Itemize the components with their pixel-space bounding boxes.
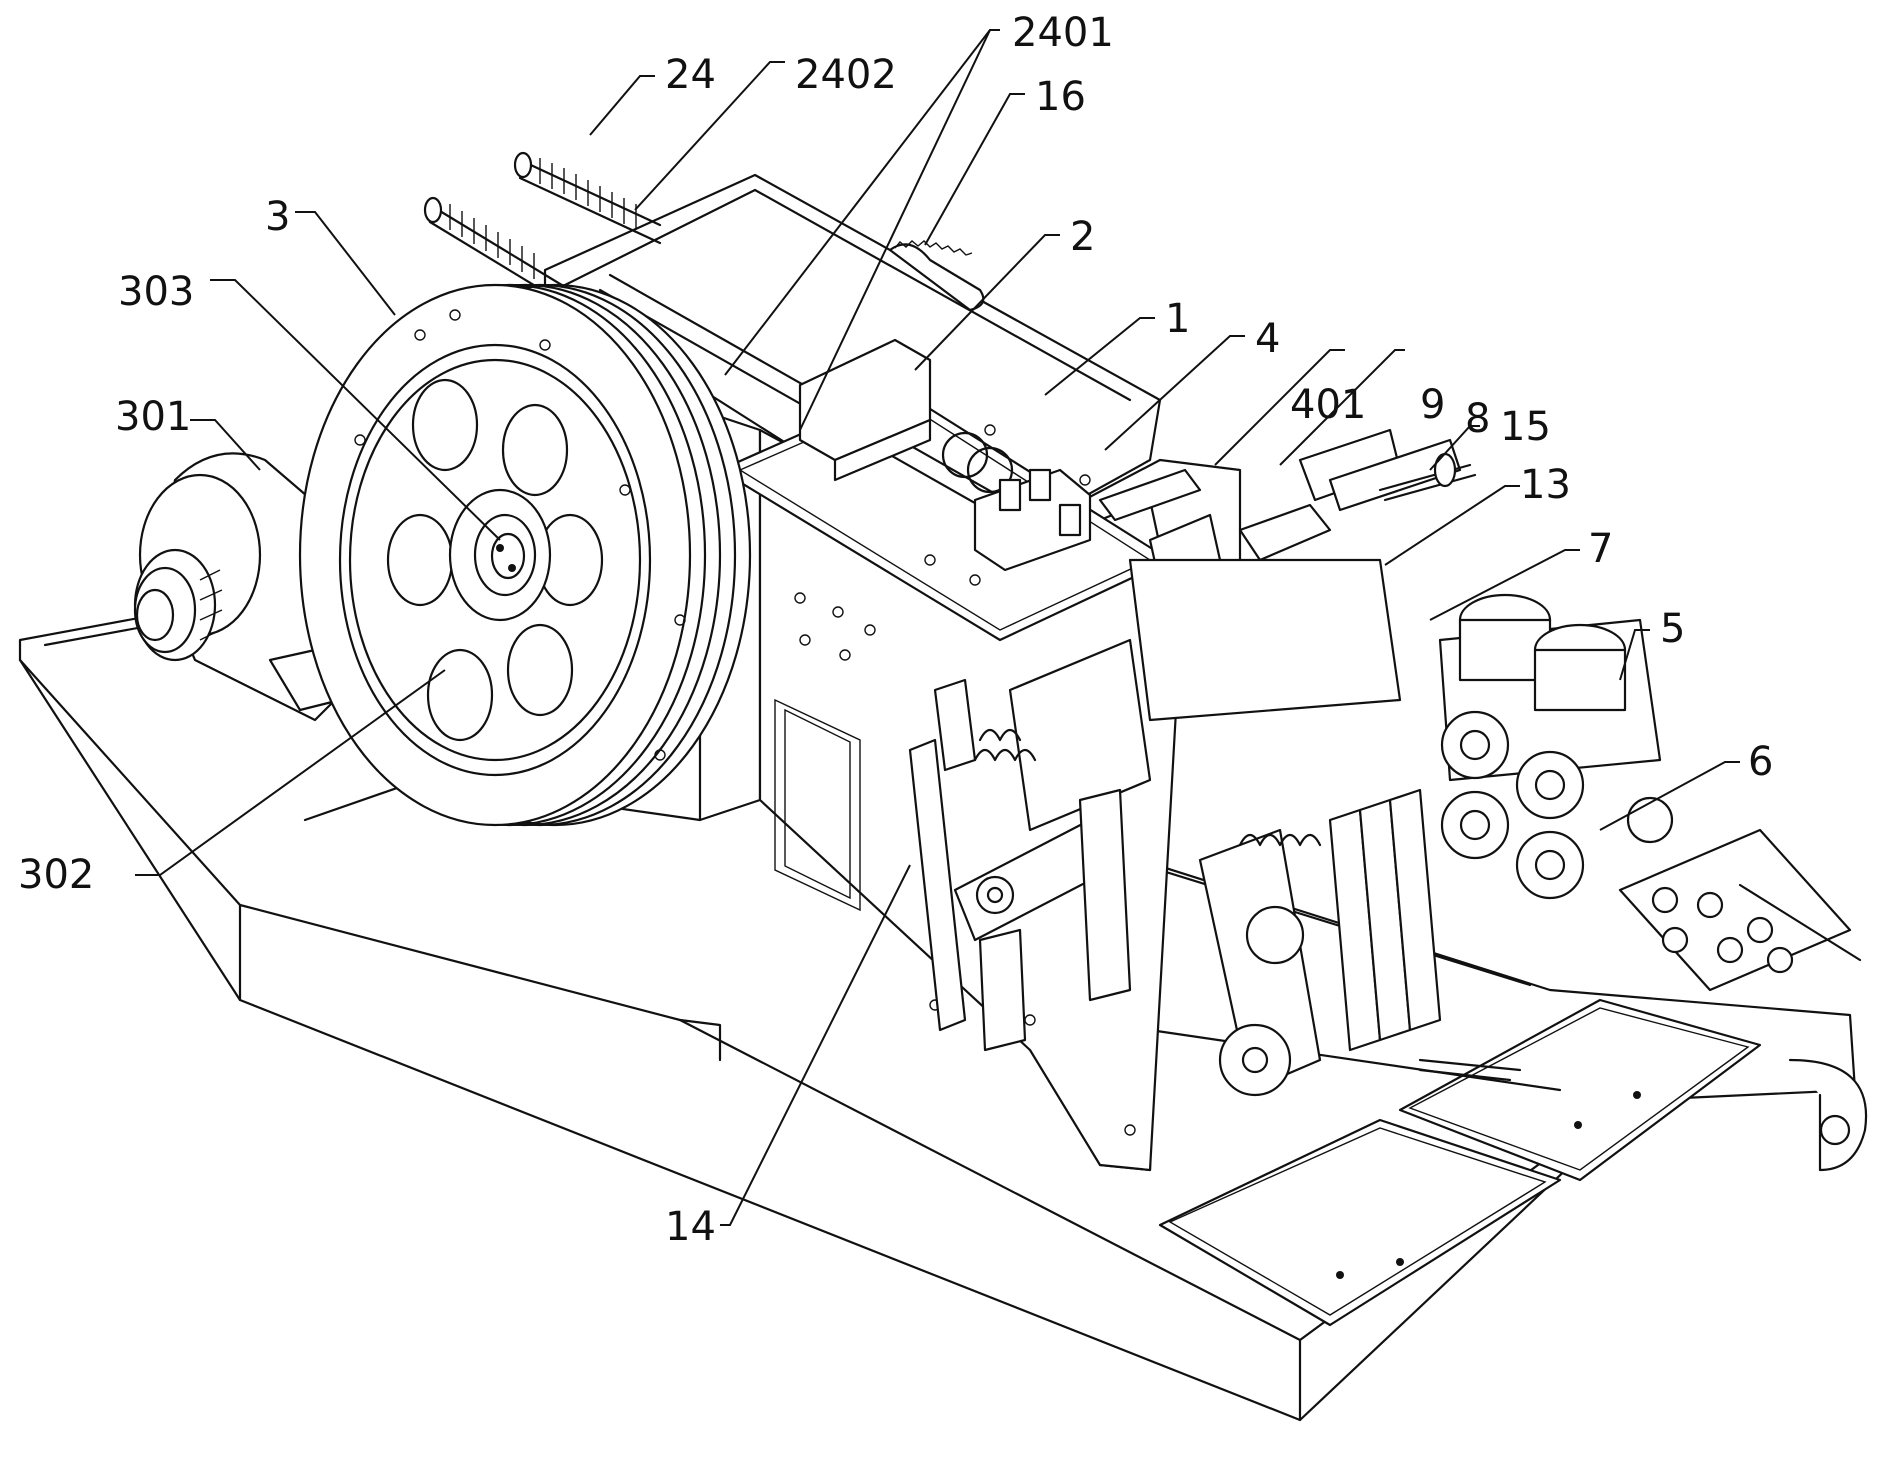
label-2: 2	[1070, 214, 1095, 260]
label-13: 13	[1520, 462, 1571, 508]
label-3: 3	[265, 194, 290, 240]
label-302: 302	[18, 852, 94, 898]
label-15: 15	[1500, 404, 1551, 450]
label-8: 8	[1465, 396, 1490, 442]
flywheel-pulley	[300, 285, 750, 825]
label-303: 303	[118, 269, 194, 315]
label-2401: 2401	[1012, 10, 1114, 56]
label-1: 1	[1165, 296, 1190, 342]
label-24: 24	[665, 52, 716, 98]
label-14: 14	[665, 1204, 716, 1250]
feed-rollers	[1440, 595, 1860, 990]
label-16: 16	[1035, 74, 1086, 120]
label-4: 4	[1255, 316, 1280, 362]
label-5: 5	[1660, 606, 1685, 652]
label-7: 7	[1588, 526, 1613, 572]
label-9: 9	[1420, 382, 1445, 428]
label-401: 401	[1290, 382, 1366, 428]
label-301: 301	[115, 394, 191, 440]
label-6: 6	[1748, 739, 1773, 785]
label-2402: 2402	[795, 52, 897, 98]
